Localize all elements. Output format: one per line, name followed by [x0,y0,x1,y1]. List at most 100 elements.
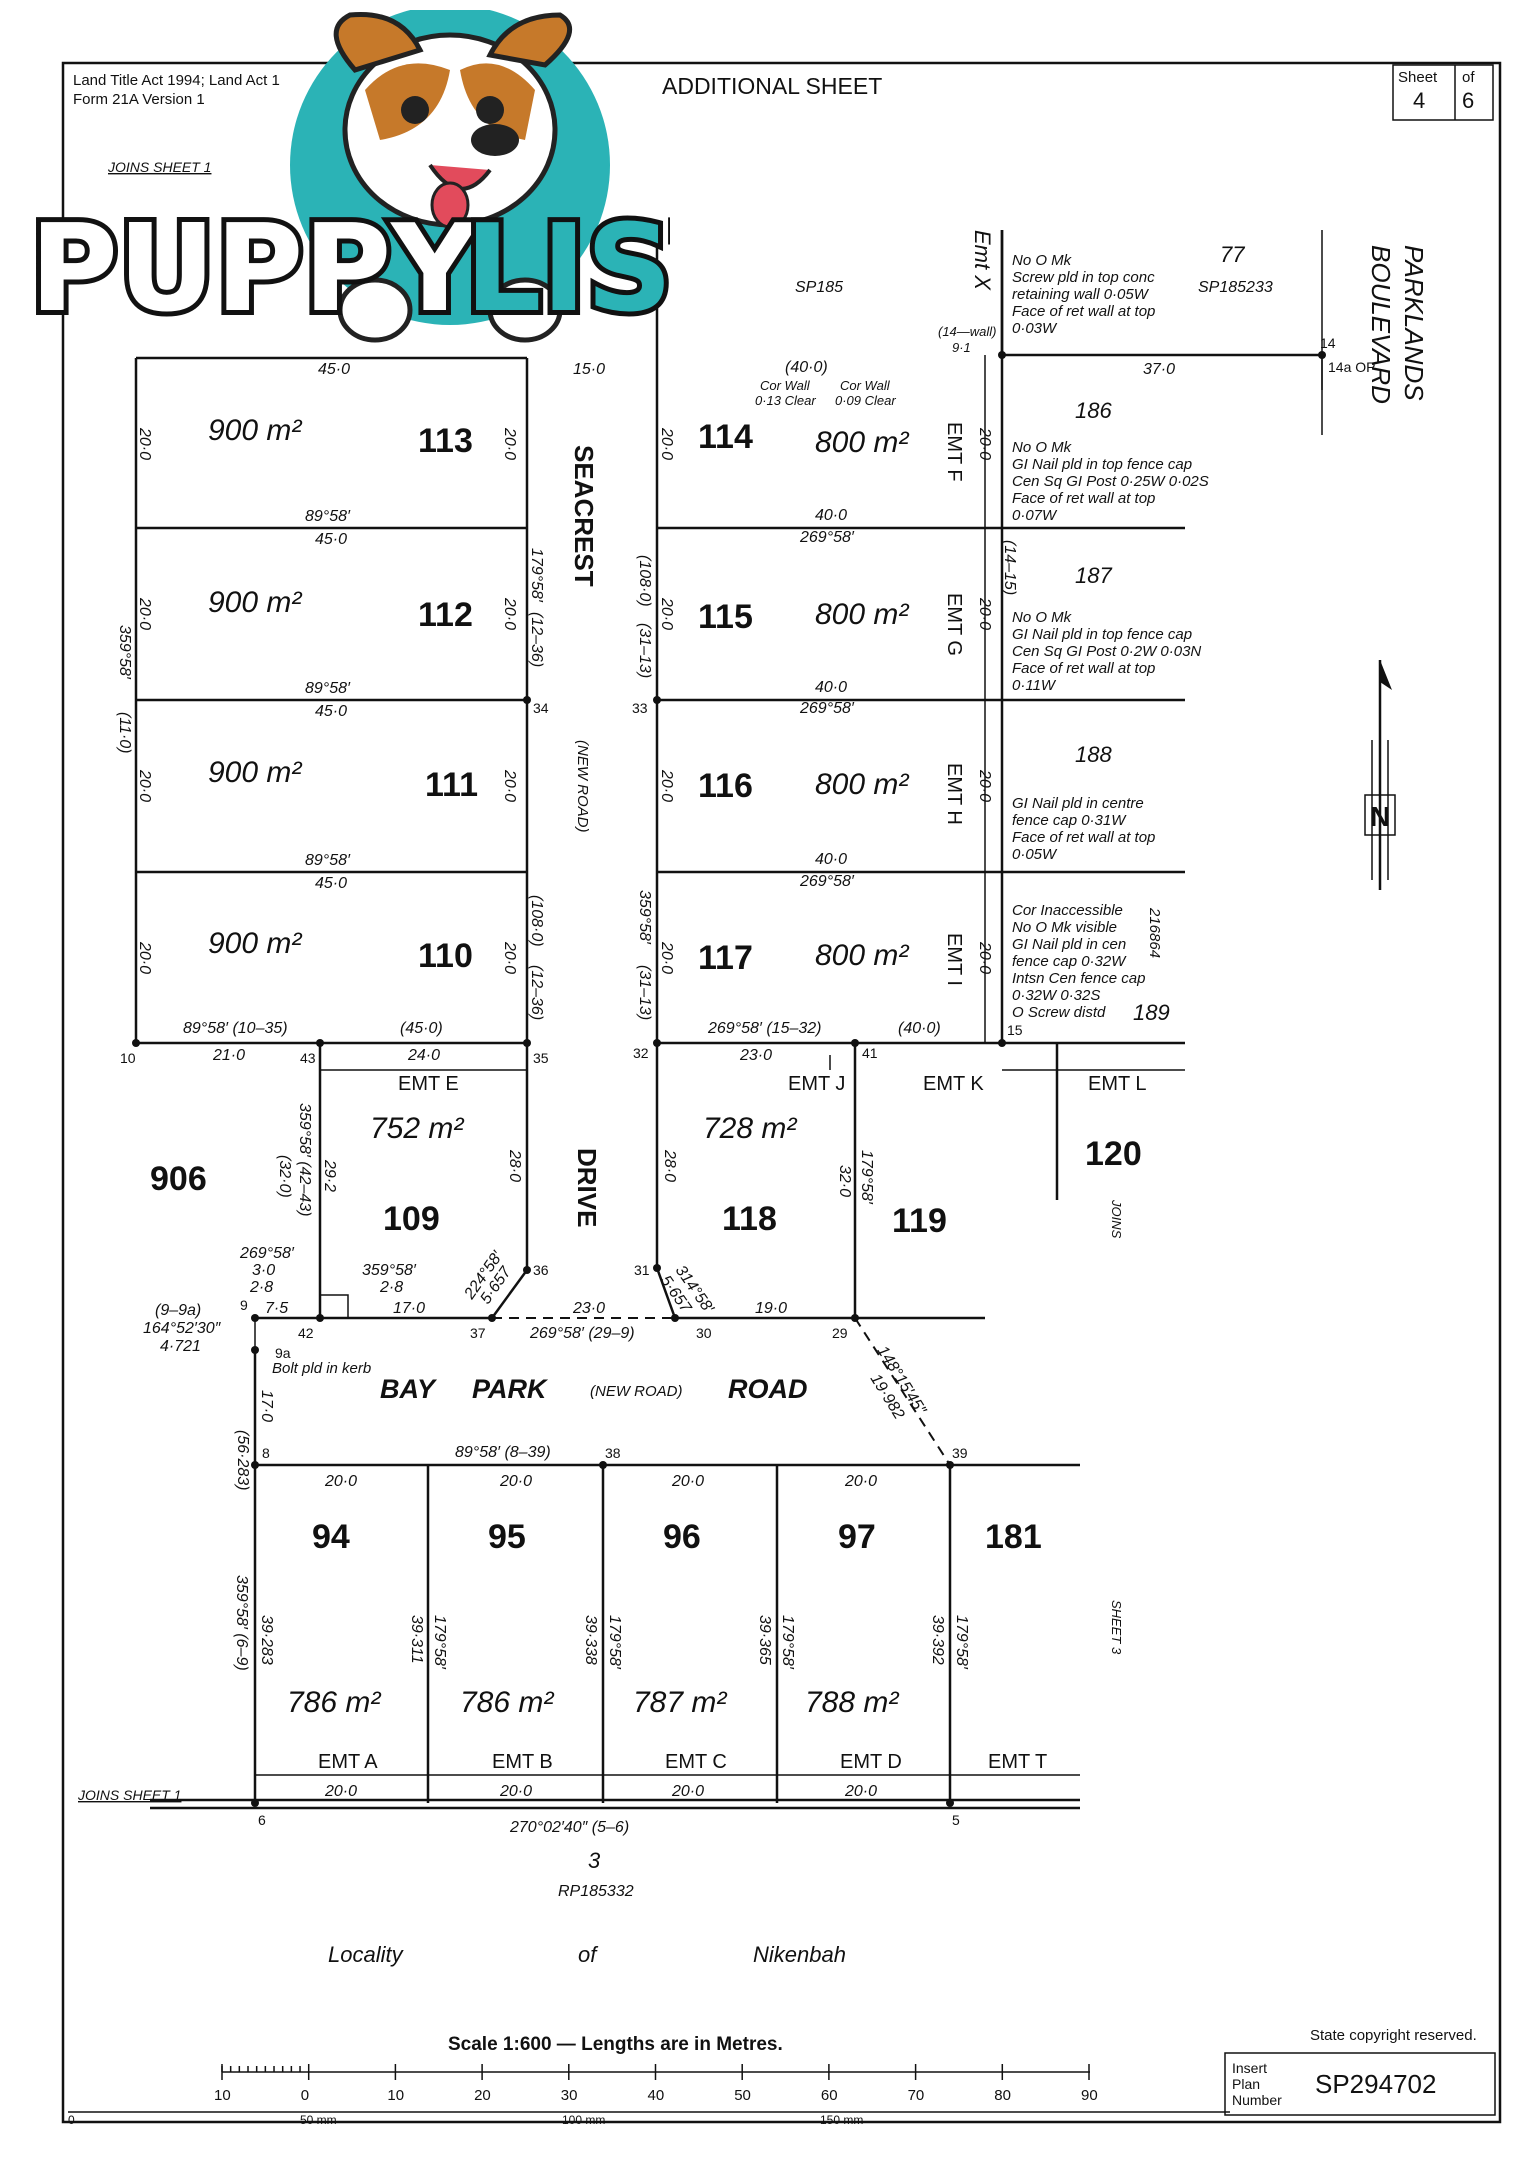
svg-text:retaining wall 0·05W: retaining wall 0·05W [1012,286,1150,303]
svg-text:20·0: 20·0 [671,1783,704,1800]
north-label: N [1370,801,1390,832]
easement-f: EMT F [943,422,965,482]
svg-text:20·0: 20·0 [844,1473,877,1490]
svg-text:19·0: 19·0 [755,1300,787,1317]
svg-text:Locality: Locality [328,1942,405,1967]
lot-number: 116 [698,767,753,805]
adj-lot-187: 187 [1075,563,1112,588]
svg-text:45·0: 45·0 [315,703,347,720]
road-bay-park: BAY PARK (NEW ROAD) ROAD [380,1374,808,1404]
adj-sp185: SP185 [795,279,843,296]
svg-text:5: 5 [952,1812,960,1828]
svg-text:15·0: 15·0 [573,361,605,378]
svg-text:359°58′: 359°58′ [636,890,653,945]
svg-text:45·0: 45·0 [318,361,350,378]
svg-text:39·365: 39·365 [756,1615,773,1665]
svg-text:6: 6 [258,1812,266,1828]
svg-text:39·392: 39·392 [929,1615,946,1665]
svg-text:GI Nail pld in cen: GI Nail pld in cen [1012,936,1126,953]
lot-area: 786 m² [287,1686,381,1719]
adj-216864: 216864 [1146,907,1163,958]
svg-text:269°58′ (29–9): 269°58′ (29–9) [529,1325,635,1342]
svg-text:39·338: 39·338 [582,1615,599,1665]
lot-114: 800 m² 114 [698,418,909,459]
svg-text:89°58′ (8–39): 89°58′ (8–39) [455,1444,551,1461]
svg-text:0·32W 0·32S: 0·32W 0·32S [1012,987,1100,1004]
svg-text:29: 29 [832,1325,848,1341]
svg-text:20·0: 20·0 [136,941,153,974]
svg-text:20·0: 20·0 [136,769,153,802]
svg-text:Insert: Insert [1232,2060,1267,2076]
sheet-frame [61,61,1502,2124]
svg-text:20·0: 20·0 [671,1473,704,1490]
svg-text:29·2: 29·2 [321,1159,338,1192]
svg-text:20·0: 20·0 [136,597,153,630]
svg-text:9·1: 9·1 [952,340,971,355]
logo-text-list: LIST [465,200,670,339]
lot-906: 906 [150,1160,207,1198]
svg-text:0: 0 [68,2113,75,2127]
svg-text:40·0: 40·0 [815,851,847,868]
lot-94: 94 786 m² [287,1518,381,1719]
svg-text:20·0: 20·0 [976,941,993,974]
svg-text:179°58′: 179°58′ [606,1615,623,1670]
scale-tick-label: 30 [561,2087,578,2104]
lot-number: 117 [698,939,753,977]
svg-text:20·0: 20·0 [499,1783,532,1800]
lot-number: 109 [383,1200,440,1238]
svg-text:179°58′: 179°58′ [858,1150,875,1205]
svg-text:20·0: 20·0 [976,597,993,630]
lot-109: 752 m² 109 [370,1112,464,1238]
svg-text:No O Mk visible: No O Mk visible [1012,919,1117,936]
easement-h: EMT H [943,763,965,825]
svg-text:Nikenbah: Nikenbah [753,1942,846,1967]
svg-text:O Screw distd: O Screw distd [1012,1004,1106,1021]
svg-text:Face of ret wall at top: Face of ret wall at top [1012,490,1155,507]
easement-l: EMT L [1088,1073,1147,1095]
lot-area: 786 m² [460,1686,554,1719]
svg-text:20·0: 20·0 [501,427,518,460]
svg-text:No O Mk: No O Mk [1012,609,1073,626]
svg-text:89°58′: 89°58′ [305,680,351,697]
logo-text-puppy: PUPPY [30,200,480,339]
lot-113: 900 m² 113 [208,414,473,460]
road-drive: DRIVE [572,1148,602,1227]
note-189: Cor Inaccessible No O Mk visible GI Nail… [1012,902,1145,1021]
svg-text:40·0: 40·0 [815,507,847,524]
sheet-label: Sheet [1398,69,1438,86]
svg-text:7·5: 7·5 [265,1300,288,1317]
scale-tick-label: 0 [301,2087,309,2104]
svg-text:9: 9 [240,1297,248,1313]
svg-text:359°58′: 359°58′ [116,625,133,680]
sheet-total: 6 [1462,88,1474,113]
svg-text:(40·0): (40·0) [785,359,828,376]
dimensions: 45·0 15·0 (40·0) 37·0 20·0 20·0 20·0 20·… [116,359,1175,1836]
lot-number: 113 [418,422,473,460]
svg-text:20·0: 20·0 [136,427,153,460]
svg-text:9a: 9a [275,1345,291,1361]
svg-text:20·0: 20·0 [658,427,675,460]
lot-181: 181 [985,1518,1042,1556]
svg-text:37·0: 37·0 [1143,361,1175,378]
scale-tick-label: 60 [821,2087,838,2104]
svg-text:89°58′ (10–35): 89°58′ (10–35) [183,1020,288,1037]
svg-text:40·0: 40·0 [815,679,847,696]
svg-text:Cen Sq GI Post 0·2W 0·03N: Cen Sq GI Post 0·2W 0·03N [1012,643,1201,660]
svg-text:(32·0): (32·0) [276,1155,293,1198]
svg-text:28·0: 28·0 [661,1149,678,1182]
svg-text:32: 32 [633,1045,649,1061]
lot-number: 97 [838,1518,876,1556]
lot-area: 800 m² [815,768,909,801]
easement-k: EMT K [923,1073,984,1095]
svg-text:359°58′ (6–9): 359°58′ (6–9) [233,1575,250,1671]
svg-text:GI Nail pld in centre: GI Nail pld in centre [1012,795,1144,812]
joins-sheet-bottom: JOINS SHEET 1 [77,1787,181,1803]
lot-area: 788 m² [805,1686,899,1719]
svg-text:32·0: 32·0 [836,1165,853,1197]
joins-120: JOINS [1109,1199,1124,1239]
svg-text:30: 30 [696,1325,712,1341]
svg-text:17·0: 17·0 [258,1390,275,1422]
svg-text:24·0: 24·0 [407,1047,440,1064]
copyright: State copyright reserved. [1310,2027,1477,2044]
